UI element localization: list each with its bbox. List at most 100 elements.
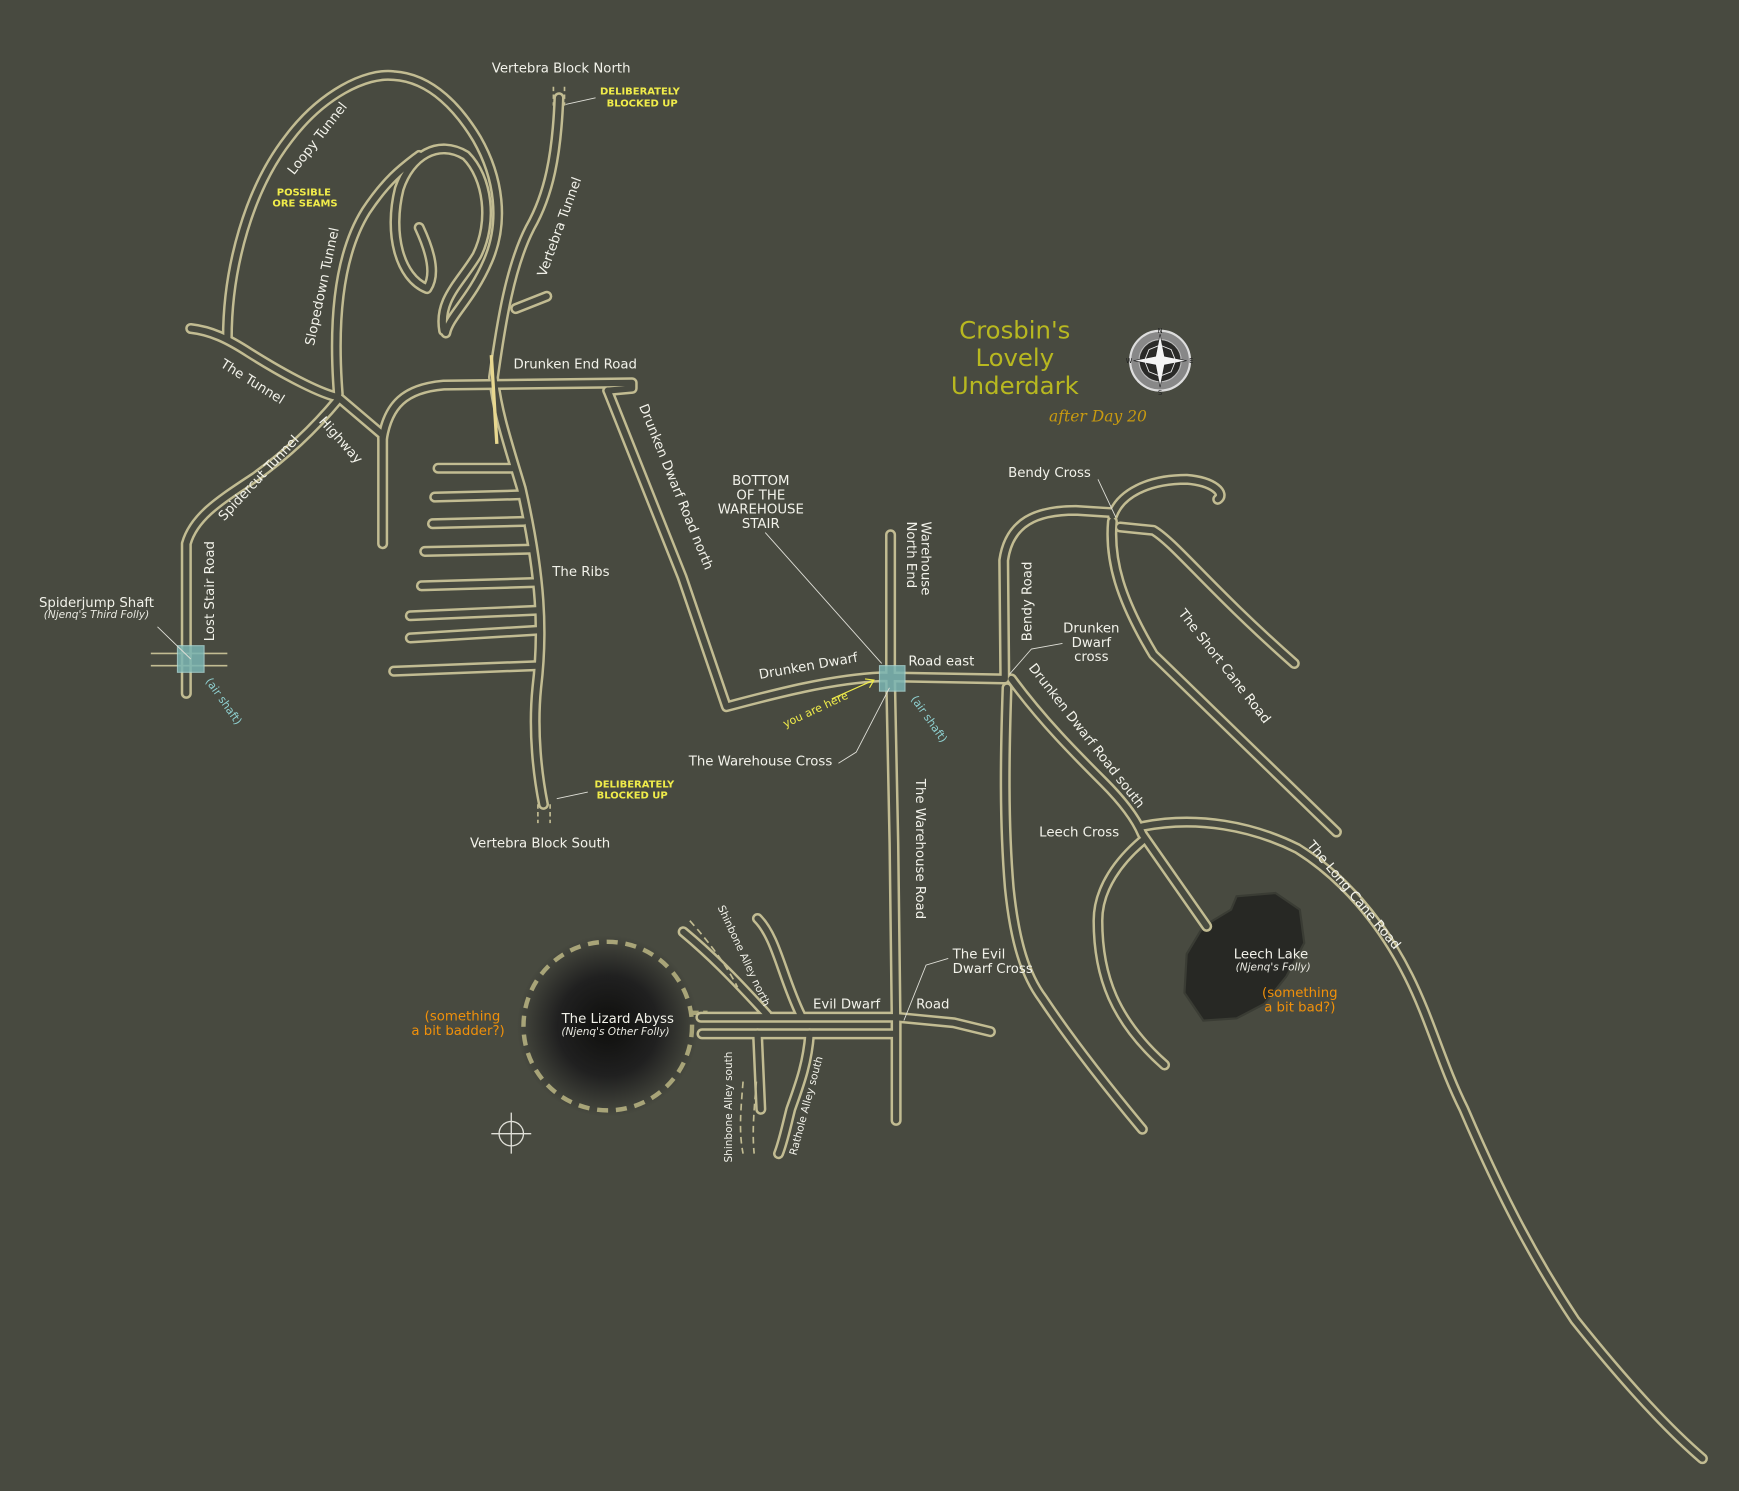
map-title-line-1: Crosbin's — [959, 315, 1070, 344]
label-dd-cross-2: Dwarf — [1072, 636, 1112, 651]
compass-e: E — [1189, 357, 1193, 365]
vertebra-south-blockage — [537, 804, 551, 824]
note-blocked-south-1: DELIBERATELY — [594, 780, 675, 791]
leech-lake-name: Leech Lake — [1234, 947, 1308, 962]
label-the-ribs: The Ribs — [551, 565, 609, 580]
rib-7-inner — [407, 627, 543, 641]
leech-lake-sub: (Njenq's Folly) — [1236, 962, 1311, 974]
leader-spiderjump — [157, 626, 192, 660]
rib-6-inner — [407, 607, 543, 619]
label-bendy-cross: Bendy Cross — [1008, 466, 1091, 481]
shinbone-alley-north-inner — [680, 928, 771, 1019]
spiderjump-shaft-sub: (Njenq's Third Folly) — [44, 609, 149, 621]
label-warehouse-north-end-1: Warehouse — [918, 521, 933, 595]
label-dd-cross-1: Drunken — [1063, 621, 1119, 636]
spiderjump-shaft-name: Spiderjump Shaft — [39, 596, 154, 611]
the-long-cane-road-inner — [1139, 819, 1706, 1462]
rib-2-inner — [431, 491, 523, 501]
label-road: Road — [916, 997, 949, 1012]
leader-blocked-north — [565, 97, 596, 105]
note-ore-seams-1: POSSIBLE — [277, 187, 331, 198]
lizard-abyss-edge — [521, 939, 695, 1113]
label-evil-dwarf: Evil Dwarf — [813, 997, 881, 1012]
east-long-road-inner — [1002, 684, 1146, 1133]
label-stair-4: STAIR — [742, 517, 780, 532]
note-blocked-north-1: DELIBERATELY — [600, 86, 681, 97]
loopy-tunnel-inner — [224, 72, 501, 342]
lizard-abyss-name: The Lizard Abyss — [561, 1012, 674, 1027]
note-blocked-north-2: BLOCKED UP — [607, 99, 678, 110]
vertebra-tunnel-inner — [490, 94, 563, 808]
note-lake-warning-2: a bit bad?) — [1264, 1001, 1335, 1016]
shinbone-alley-south-inner — [754, 1030, 764, 1113]
label-road-east: Road east — [908, 655, 974, 670]
you-are-here-arrow — [831, 678, 875, 700]
note-abyss-warning-2: a bit badder?) — [411, 1024, 504, 1039]
label-evil-dwarf-cross-1: The Evil — [952, 947, 1006, 962]
label-the-warehouse-cross: The Warehouse Cross — [688, 754, 833, 769]
label-dd-cross-3: cross — [1074, 650, 1109, 665]
note-lake-warning-1: (something — [1262, 986, 1338, 1001]
compass-n: N — [1158, 327, 1163, 335]
road-network — [180, 69, 1708, 1465]
rathole-alley-north-inner — [754, 915, 804, 1019]
slopedown-tunnel-inner — [333, 152, 423, 397]
rib-4-inner — [421, 546, 534, 555]
compass-s: S — [1158, 389, 1162, 397]
spiral-tunnel-inner — [391, 145, 490, 334]
rathole-alley-south-inner — [775, 1030, 813, 1157]
label-stair-3: WAREHOUSE — [718, 503, 804, 518]
label-stair-1: BOTTOM — [732, 474, 789, 489]
compass-rose-icon: N S E W — [1126, 327, 1193, 397]
map-title-line-2: Lovely — [975, 343, 1054, 372]
map-subtitle: after Day 20 — [1049, 408, 1147, 426]
rib-5-inner — [418, 579, 540, 589]
rib-8-inner — [390, 662, 540, 675]
note-abyss-warning-1: (something — [425, 1010, 501, 1025]
label-warehouse-north-end-2: North End — [903, 521, 918, 588]
leader-bendy-cross — [1097, 479, 1117, 518]
the-tunnel-inner — [187, 325, 386, 439]
label-shinbone-alley-south: Shinbone Alley south — [723, 1052, 735, 1163]
the-short-cane-road-inner — [1108, 518, 1340, 836]
label-evil-dwarf-cross-2: Dwarf Cross — [953, 962, 1033, 977]
drunken-dwarf-road-north-inner — [604, 387, 1007, 710]
leech-lake[interactable] — [1183, 891, 1306, 1022]
label-drunken-end-road: Drunken End Road — [513, 357, 636, 372]
spidercut-tunnel-inner — [183, 396, 342, 697]
label-stair-2: OF THE — [736, 488, 785, 503]
label-vertebra-block-north: Vertebra Block North — [492, 61, 631, 76]
label-leech-cross: Leech Cross — [1039, 825, 1119, 840]
lizard-abyss[interactable] — [516, 935, 699, 1118]
leader-stair — [764, 532, 883, 664]
drunken-dwarf-road-south-inner — [1008, 675, 1210, 930]
spiderjump-shaft[interactable] — [150, 645, 228, 673]
vertebra-spur-inner — [512, 293, 550, 312]
label-lost-stair-road: Lost Stair Road — [203, 541, 218, 641]
leader-evil-cross — [903, 958, 949, 1021]
bendy-road-inner — [1000, 507, 1115, 683]
label-the-warehouse-road: The Warehouse Road — [912, 778, 927, 919]
lizard-abyss-sub: (Njenq's Other Folly) — [561, 1026, 669, 1038]
label-vertebra-block-south: Vertebra Block South — [470, 837, 610, 852]
drunken-end-highlight — [489, 355, 499, 444]
warehouse-road-inner — [887, 531, 900, 1124]
crosshair-icon[interactable] — [491, 1112, 532, 1154]
shinbone-dashed-trail — [689, 920, 758, 1154]
label-bendy-road: Bendy Road — [1020, 562, 1035, 642]
note-blocked-south-2: BLOCKED UP — [597, 791, 668, 802]
drunken-end-road-inner — [379, 379, 636, 442]
compass-w: W — [1126, 357, 1133, 365]
leader-blocked-south — [556, 791, 588, 800]
vertebra-north-blockage — [552, 86, 566, 106]
leech-cross-road-inner — [1094, 837, 1168, 1068]
leader-dd-cross — [1008, 643, 1063, 675]
note-ore-seams-2: ORE SEAMS — [272, 198, 337, 209]
map-title-line-3: Underdark — [951, 371, 1080, 400]
warehouse-air-shaft[interactable] — [878, 665, 906, 692]
evil-dwarf-road-inner — [697, 1014, 994, 1035]
bendy-cross-loop-inner — [1109, 476, 1298, 667]
leader-warehouse-cross — [838, 687, 890, 764]
